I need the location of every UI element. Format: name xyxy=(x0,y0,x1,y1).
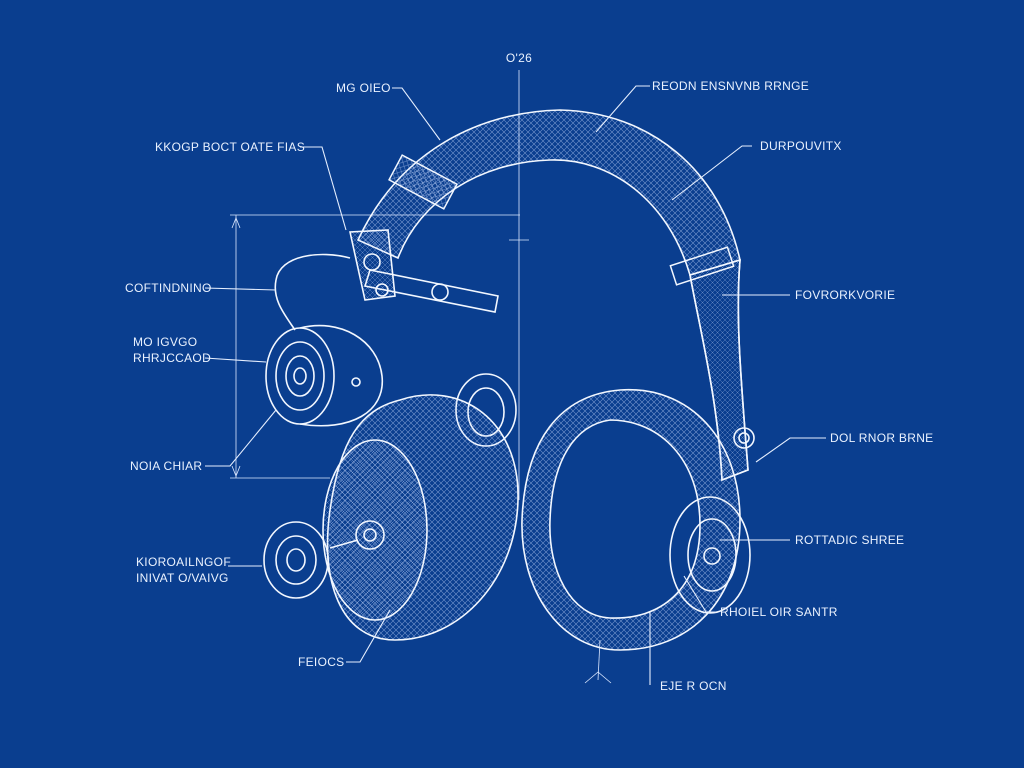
label-right-5: RHOIEL OIR SANTR xyxy=(720,605,838,619)
left-ear-cushion xyxy=(263,394,519,641)
label-left-3b: RHRJCCAOD xyxy=(133,351,211,365)
label-left-3a: MO IGVGO xyxy=(133,335,197,349)
label-right-2: FOVRORKVORIE xyxy=(795,288,895,302)
label-left-5a: KIOROAILNGOF xyxy=(136,555,231,569)
label-top-center: O'26 xyxy=(506,51,532,65)
leader-lines xyxy=(204,85,826,685)
driver-assembly xyxy=(265,324,383,427)
label-right-3: DOL RNOR BRNE xyxy=(830,431,933,445)
label-left-5b: INIVAT O/VAIVG xyxy=(136,571,229,585)
right-ear-cup xyxy=(521,388,751,684)
label-top-left: MG OIEO xyxy=(336,81,391,95)
label-left-2: COFTINDNINO xyxy=(125,281,212,295)
label-right-1: DURPOUVITX xyxy=(760,139,842,153)
label-top-right: REODN ENSNVNB RRNGE xyxy=(652,79,809,93)
cable xyxy=(274,253,351,331)
label-bottom-right: EJE R OCN xyxy=(660,679,727,693)
label-left-4: NOIA CHIAR xyxy=(130,459,202,473)
label-bottom-left: FEIOCS xyxy=(298,655,344,669)
label-left-1: KKOGP BOCT OATE FIAS xyxy=(155,140,305,154)
label-right-4: ROTTADIC SHREE xyxy=(795,533,904,547)
headband xyxy=(349,109,755,482)
